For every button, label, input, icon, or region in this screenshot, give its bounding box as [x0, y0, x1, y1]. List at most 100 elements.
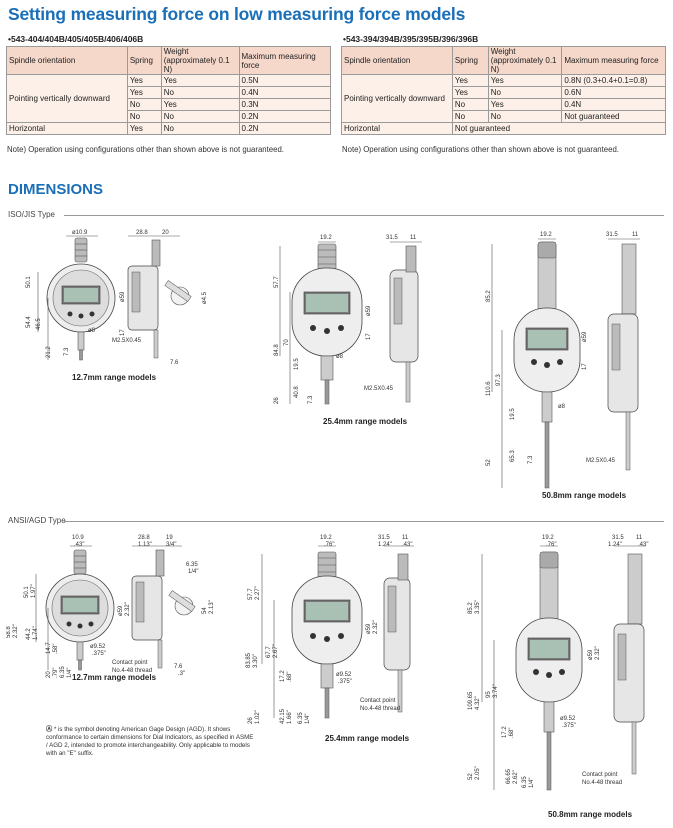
cell: Yes [487, 98, 563, 111]
dim-label: 19 [166, 535, 173, 541]
dim-label: 54 [202, 607, 208, 614]
dim-label: ø8 [88, 328, 96, 334]
dimension-lines: 19.2 31.5 11 85.2 110.6 97.3 19.5 65.3 5… [486, 232, 640, 488]
dim-label: 50.1 [26, 276, 32, 288]
dim-label: 19.2 [540, 232, 552, 238]
dim-label: 40.8 [294, 386, 300, 398]
cell: 0.4N [238, 86, 332, 99]
table-row: No No 0.2N [7, 110, 332, 123]
cell: Yes [451, 74, 489, 87]
dim-label: 6.35 [186, 562, 198, 568]
cell: 0.2N [238, 110, 332, 123]
dim-label: 1.24" [608, 542, 622, 548]
iso-divider [64, 215, 664, 216]
ansi-25mm-caption: 25.4mm range models [325, 734, 410, 743]
iso-12mm-drawing: ø10.9 28.8 20 50.1 54.4 46.5 21.2 7.3 ø8… [26, 230, 208, 366]
dim-label: 6.35 [60, 666, 66, 678]
dim-label: 19.2 [320, 235, 332, 241]
cell: Yes [487, 74, 563, 87]
left-model-numbers: •543-404/404B/405/405B/406/406B [8, 34, 144, 44]
header-spindle: Spindle orientation [6, 46, 128, 75]
cell: Not guaranteed [561, 110, 666, 123]
dim-label: 20 [46, 671, 52, 678]
dim-label: 4.32" [475, 696, 481, 710]
dim-label: 2.32" [125, 602, 131, 616]
iso-25mm-drawing: 19.2 31.5 11 57.7 84.8 70 19.5 40.8 26 7… [274, 235, 422, 405]
dim-label: 26 [274, 397, 280, 404]
dim-label: M2.5X0.45 [364, 386, 394, 392]
cell: No [487, 86, 563, 99]
dim-label: ø59 [120, 291, 126, 302]
cell: Not guaranteed [451, 122, 667, 135]
dim-label: M2.5X0.45 [112, 338, 142, 344]
agd-icon: Ⓐ [46, 726, 53, 733]
dimensions-heading: DIMENSIONS [8, 181, 104, 198]
dim-label: 85.2 [486, 290, 492, 302]
header-weight: Weight (approximately 0.1 N) [160, 46, 240, 75]
cell: Yes [126, 86, 162, 99]
cell: 0.5N [238, 74, 332, 87]
dim-label: .76" [324, 542, 334, 548]
dim-label: .79" [53, 668, 59, 678]
dim-label: 57.7 [274, 276, 280, 288]
side-view [127, 239, 192, 359]
dim-label: 42.15 [280, 708, 286, 724]
dim-label: 50.1 [24, 586, 30, 598]
dim-label: 17 [582, 363, 588, 370]
dim-label: 3/4" [166, 542, 176, 548]
dim-label: .43" [638, 542, 648, 548]
ansi-50mm-caption: 50.8mm range models [548, 810, 633, 819]
dim-label: ø9.52 [560, 716, 576, 722]
cell: No [126, 110, 162, 123]
dim-label: 97.3 [496, 374, 502, 386]
header-max-force: Maximum measuring force [561, 46, 666, 75]
dim-label: 95 [486, 691, 492, 698]
dim-label: 67.7 [266, 646, 272, 658]
dim-label: 110.6 [486, 381, 492, 396]
side-view [389, 245, 419, 403]
dim-label: 3.30" [253, 654, 259, 668]
dim-label: 65.3 [510, 450, 516, 462]
dim-label: .76" [546, 542, 556, 548]
table-row: Pointing vertically downward Yes Yes 0.5… [6, 74, 332, 123]
right-table-note: Note) Operation using configurations oth… [342, 145, 619, 154]
dim-label: 31.5 [386, 235, 398, 241]
agd-note-text: * is the symbol denoting American Gage D… [46, 726, 254, 757]
cell: Yes [126, 122, 162, 135]
dim-label: Contact point [360, 698, 396, 704]
header-spring: Spring [126, 46, 162, 75]
iso-type-label: ISO/JIS Type [8, 210, 55, 219]
dim-label: 26 [248, 717, 254, 724]
right-spec-table: Spindle orientation Spring Weight (appro… [341, 46, 667, 135]
dim-label: 1.97" [31, 584, 37, 598]
dim-label: 17 [120, 329, 126, 336]
front-view [291, 551, 363, 719]
dim-label: No.4-48 thread [360, 706, 400, 712]
dim-label: 31.5 [378, 535, 390, 541]
dim-label: 54.4 [26, 316, 32, 328]
dim-label: Contact point [582, 772, 618, 778]
dimension-lines: ø10.9 28.8 20 50.1 54.4 46.5 21.2 7.3 ø8… [26, 230, 208, 366]
dim-label: 31.5 [606, 232, 618, 238]
dim-label: Contact point [112, 660, 148, 666]
dimension-lines: 19.2 .76" 31.5 1.24" 11 .43" 57.7 2.27" … [246, 535, 414, 724]
dim-label: ø59 [366, 623, 372, 634]
dim-label: 19.2 [542, 535, 554, 541]
dim-label: 1/4" [67, 668, 73, 678]
dim-label: ø59 [118, 605, 124, 616]
dim-label: 1/4" [305, 714, 311, 724]
side-view [607, 243, 639, 471]
cell: No [451, 110, 489, 123]
ansi-12mm-caption: 12.7mm range models [72, 673, 157, 682]
front-view [291, 243, 363, 405]
dim-label: 31.5 [612, 535, 624, 541]
dim-label: 14.7 [46, 642, 52, 654]
dim-label: .58" [53, 644, 59, 654]
dim-label: 52 [486, 459, 492, 466]
ansi-type-label: ANSI/AGD Type [8, 516, 66, 525]
ansi-50mm-drawing: 19.2 .76" 31.5 1.24" 11 .43" 85.2 3.35" … [468, 535, 648, 791]
dim-label: ø59 [582, 331, 588, 342]
dim-label: 58.8 [6, 626, 12, 638]
dim-label: 2.32" [13, 624, 19, 638]
dim-label: ø9.52 [90, 644, 106, 650]
